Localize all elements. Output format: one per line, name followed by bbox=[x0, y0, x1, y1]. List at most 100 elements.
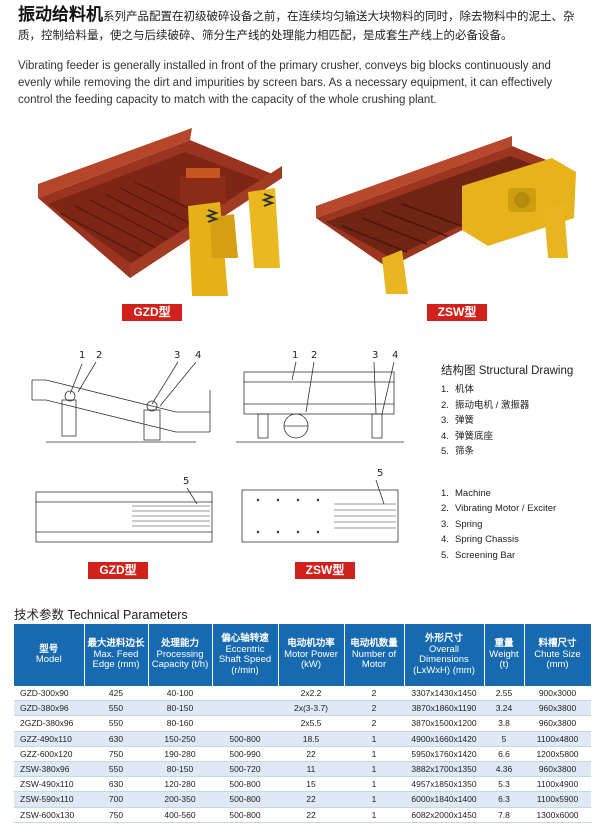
structural-cn-item: 2.振动电机 / 激振器 bbox=[441, 399, 530, 411]
table-cell: 6.3 bbox=[484, 791, 524, 808]
gzd-callout-1: 1 bbox=[79, 350, 86, 361]
table-cell: 500-800 bbox=[212, 807, 278, 823]
table-cell: 5.3 bbox=[484, 776, 524, 793]
table-cell: 22 bbox=[278, 791, 344, 808]
structural-en-item: 3.Spring bbox=[441, 518, 483, 530]
zsw-feeder-illustration bbox=[316, 136, 576, 294]
table-cell: 80-150 bbox=[148, 700, 212, 717]
table-cell: 2x2.2 bbox=[278, 686, 344, 702]
table-cell: 2 bbox=[344, 715, 404, 732]
table-cell: 500-800 bbox=[212, 776, 278, 793]
table-cell: 1 bbox=[344, 746, 404, 762]
table-cell: 120-280 bbox=[148, 776, 212, 793]
zsw-side-drawing: 1 2 3 4 bbox=[236, 350, 406, 450]
table-cell: 5950x1760x1420 bbox=[404, 746, 484, 762]
gzd-feeder-photo bbox=[20, 118, 290, 298]
table-cell: 11 bbox=[278, 761, 344, 778]
table-cell: 80-160 bbox=[148, 715, 212, 732]
intro-section: 振动给料机系列产品配置在初级破碎设备之前，在连续均匀输送大块物料的同时，除去物料… bbox=[18, 6, 584, 109]
table-cell: 3307x1430x1450 bbox=[404, 686, 484, 702]
structural-legend: 结构图 Structural Drawing 1.机体 2.振动电机 / 激振器… bbox=[441, 362, 591, 563]
table-cell: ZSW-490x110 bbox=[14, 776, 84, 793]
table-cell: 1100x5900 bbox=[524, 791, 591, 808]
intro-cn-text: 振动给料机系列产品配置在初级破碎设备之前，在连续均匀输送大块物料的同时，除去物料… bbox=[18, 6, 584, 45]
table-cell: ZSW-600x130 bbox=[14, 807, 84, 823]
table-cell: ZSW-590x110 bbox=[14, 791, 84, 808]
table-cell: 22 bbox=[278, 746, 344, 762]
table-cell: 2x(3-3.7) bbox=[278, 700, 344, 717]
params-title: 技术参数 Technical Parameters bbox=[14, 608, 188, 622]
table-cell: 6000x1840x1400 bbox=[404, 791, 484, 808]
gzd-callout-4: 4 bbox=[195, 350, 202, 361]
table-cell: 700 bbox=[84, 791, 148, 808]
table-cell: 6082x2000x1450 bbox=[404, 807, 484, 823]
zsw-top-drawing: 5 bbox=[238, 468, 404, 554]
table-cell: 4957x1850x1350 bbox=[404, 776, 484, 793]
table-cell: 1 bbox=[344, 761, 404, 778]
table-cell: 7.8 bbox=[484, 807, 524, 823]
gzd-side-drawing: 1 2 3 4 bbox=[26, 350, 216, 450]
table-cell: 5 bbox=[484, 731, 524, 747]
table-cell: 500-800 bbox=[212, 791, 278, 808]
table-cell: 2x5.5 bbox=[278, 715, 344, 732]
table-cell: 190-280 bbox=[148, 746, 212, 762]
zsw-callout-3: 3 bbox=[372, 350, 379, 361]
table-cell: 150-250 bbox=[148, 731, 212, 747]
table-cell: GZZ-600x120 bbox=[14, 746, 84, 762]
table-cell: 500-800 bbox=[212, 731, 278, 747]
table-cell: 2GZD-380x96 bbox=[14, 715, 84, 732]
structural-en-item: 5.Screening Bar bbox=[441, 549, 516, 561]
table-cell: ZSW-380x96 bbox=[14, 761, 84, 778]
gzd-photo-label: GZD型 bbox=[122, 304, 182, 321]
table-cell: 6.6 bbox=[484, 746, 524, 762]
table-cell: 1 bbox=[344, 731, 404, 747]
structural-cn-list: 1.机体 2.振动电机 / 激振器 3.弹簧 4.弹簧底座 5.筛条 bbox=[441, 382, 591, 460]
table-cell: 400-560 bbox=[148, 807, 212, 823]
table-cell: GZZ-490x110 bbox=[14, 731, 84, 747]
table-cell: 630 bbox=[84, 731, 148, 747]
zsw-feeder-photo bbox=[312, 118, 580, 298]
table-cell: 15 bbox=[278, 776, 344, 793]
table-cell: 960x3800 bbox=[524, 715, 591, 732]
table-cell: 2 bbox=[344, 686, 404, 702]
structural-en-item: 2.Vibrating Motor / Exciter bbox=[441, 503, 557, 514]
table-cell bbox=[212, 700, 278, 717]
table-cell: 3.24 bbox=[484, 700, 524, 717]
table-cell: 425 bbox=[84, 686, 148, 702]
table-cell: 550 bbox=[84, 761, 148, 778]
table-cell: 960x3800 bbox=[524, 761, 591, 778]
zsw-photo-label: ZSW型 bbox=[427, 304, 487, 321]
table-cell: 200-350 bbox=[148, 791, 212, 808]
table-cell: GZD-380x96 bbox=[14, 700, 84, 717]
structural-en-list: 1.Machine 2.Vibrating Motor / Exciter 3.… bbox=[441, 486, 591, 564]
table-cell: 3870x1500x1200 bbox=[404, 715, 484, 732]
table-cell: 18.5 bbox=[278, 731, 344, 747]
intro-en-text: Vibrating feeder is generally installed … bbox=[18, 60, 553, 106]
gzd-top-callout-5: 5 bbox=[183, 476, 190, 487]
table-cell: 1 bbox=[344, 807, 404, 823]
gzd-top-drawing: 5 bbox=[32, 476, 218, 554]
table-cell: 1200x5800 bbox=[524, 746, 591, 762]
table-cell: 1100x4900 bbox=[524, 776, 591, 793]
table-cell: 500-720 bbox=[212, 761, 278, 778]
gzd-drawing-label: GZD型 bbox=[88, 562, 148, 579]
structural-en-item: 1.Machine bbox=[441, 487, 491, 499]
table-cell: 3.8 bbox=[484, 715, 524, 732]
zsw-drawing-label: ZSW型 bbox=[295, 562, 355, 579]
table-cell: 1100x4800 bbox=[524, 731, 591, 747]
zsw-top-callout-5: 5 bbox=[377, 468, 384, 479]
table-cell: 40-100 bbox=[148, 686, 212, 702]
table-cell: 3870x1860x1190 bbox=[404, 700, 484, 717]
